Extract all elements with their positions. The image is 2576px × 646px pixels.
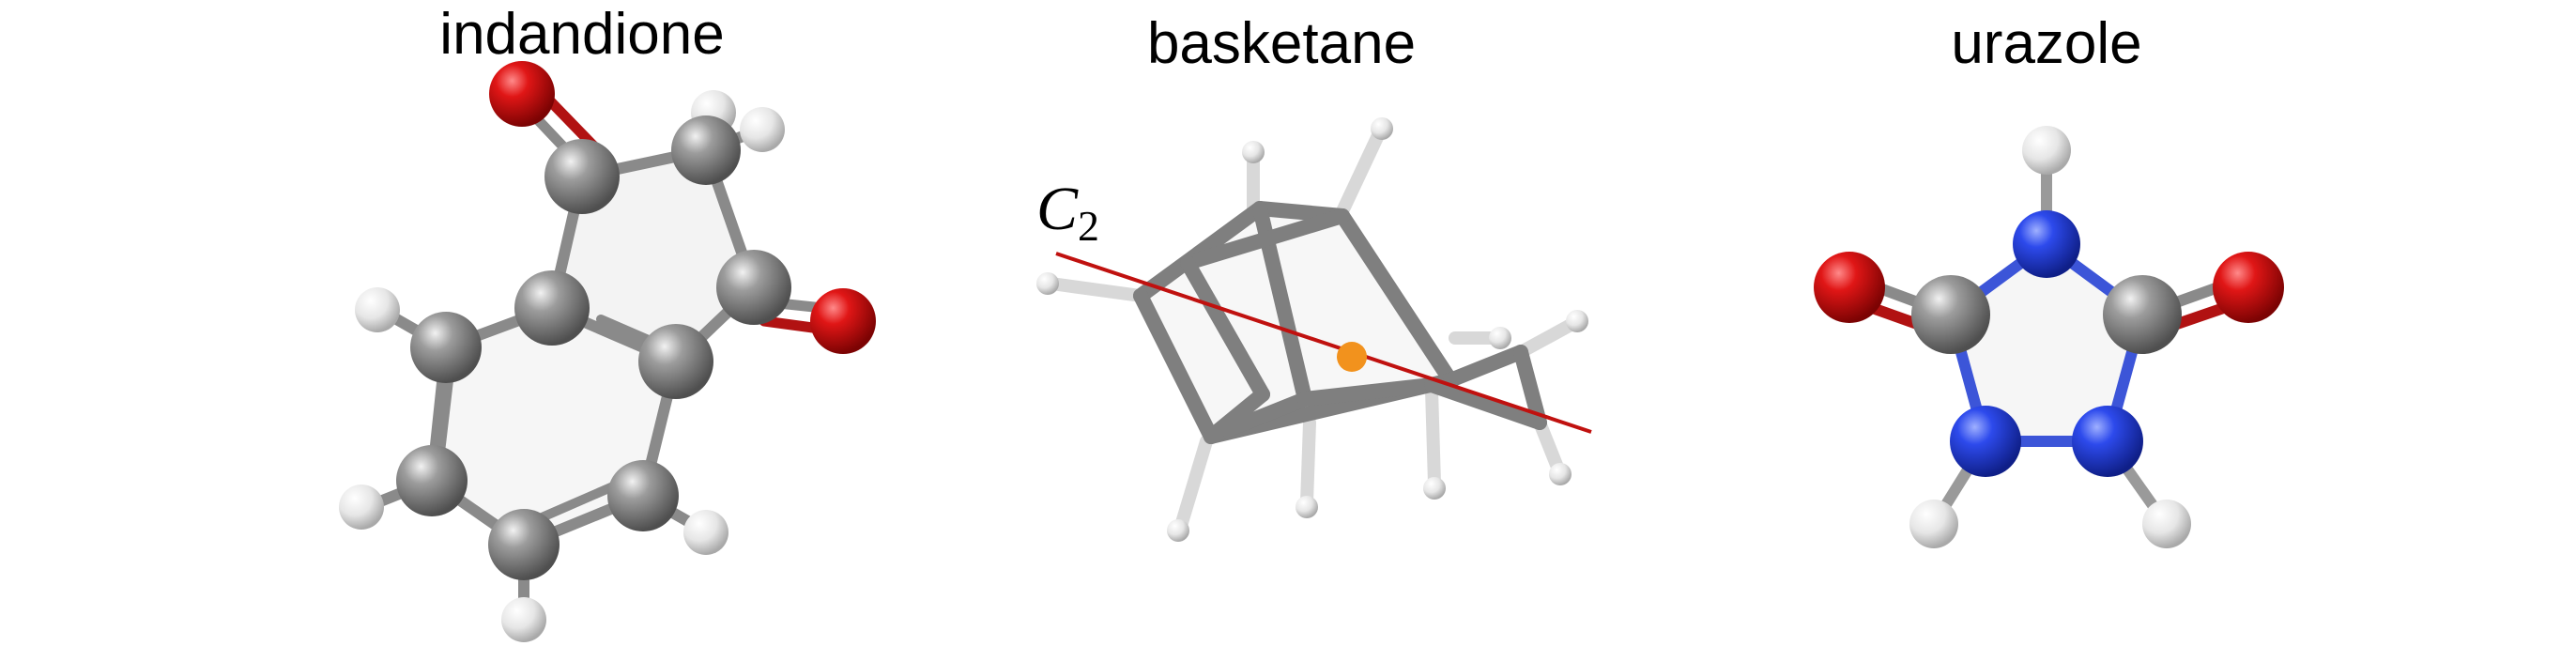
indandione-atoms (339, 61, 876, 642)
hydrogen-atom (1909, 500, 1958, 548)
basketane-bonds (1133, 201, 1547, 444)
hydrogen-atom (339, 484, 384, 530)
carbon-atom (514, 270, 590, 346)
nitrogen-atom (1950, 406, 2021, 477)
carbon-atom (671, 115, 741, 185)
oxygen-atom (489, 61, 555, 127)
carbon-atom (544, 139, 620, 214)
hydrogen-atom (1036, 272, 1059, 295)
carbon-atom (638, 324, 713, 399)
hydrogen-atom (1489, 327, 1511, 349)
oxygen-atom (810, 288, 876, 354)
urazole-title: urazole (1951, 11, 2142, 76)
basketane-title: basketane (1146, 11, 1417, 76)
hydrogen-atom (683, 510, 728, 555)
hydrogen-atom (501, 597, 546, 642)
basketane-molecule (1036, 117, 1592, 542)
symmetry-center-marker (1337, 342, 1367, 372)
basketane-hydrogen-atoms (1036, 117, 1588, 542)
carbon-atom (607, 460, 679, 531)
hydrogen-atom (1167, 519, 1189, 542)
hydrogen-atom (1566, 310, 1588, 332)
hydrogen-atom (1242, 141, 1265, 163)
hydrogen-atom (740, 107, 785, 152)
hydrogen-atom (1371, 117, 1393, 140)
oxygen-atom (1814, 252, 1885, 323)
basketane-hydrogen-bonds (1045, 125, 1579, 532)
carbon-atom (488, 509, 560, 580)
indandione-molecule (339, 61, 876, 642)
carbon-atom (410, 312, 482, 383)
carbon-atom (716, 250, 791, 325)
axis-subscript: 2 (1078, 202, 1100, 250)
indandione-title: indandione (439, 2, 725, 67)
urazole-molecule (1814, 126, 2284, 548)
c2-symmetry-axis (1055, 252, 1592, 434)
nitrogen-atom (2013, 210, 2080, 278)
nitrogen-atom (2072, 406, 2143, 477)
carbon-atom (396, 445, 468, 516)
hydrogen-atom (1296, 496, 1318, 518)
carbon-atom (1911, 275, 1990, 354)
hydrogen-atom (355, 287, 400, 332)
urazole-atoms (1814, 126, 2284, 548)
carbon-atom (2103, 275, 2182, 354)
hydrogen-atom (1423, 477, 1446, 500)
axis-symbol: C (1036, 175, 1079, 243)
hydrogen-atom (2022, 126, 2071, 175)
c2-axis-label: C2 (1036, 178, 1099, 248)
hydrogen-atom (2142, 500, 2191, 548)
hydrogen-atom (1549, 463, 1572, 485)
urazole-ring-face (1951, 244, 2142, 441)
oxygen-atom (2213, 252, 2284, 323)
